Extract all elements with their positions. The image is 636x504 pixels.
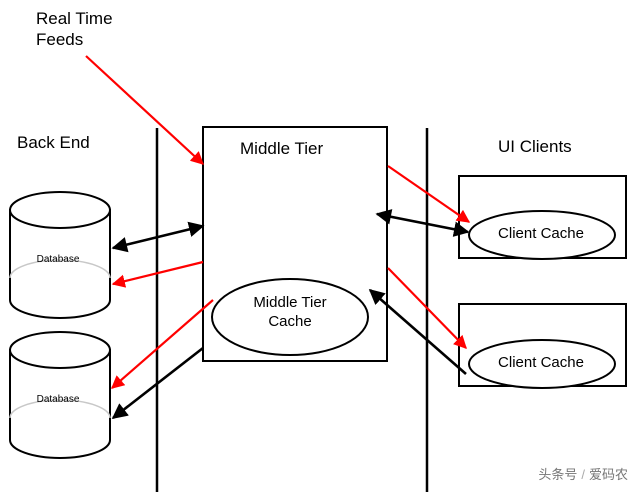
arrow-middle-tier-to-client1 <box>387 165 471 223</box>
database-cylinder-1 <box>9 191 111 319</box>
arrow-middle-tier-to-db2-black <box>111 346 204 420</box>
watermark-left: 头条号 <box>538 467 578 482</box>
label-middle-tier: Middle Tier <box>240 139 324 158</box>
label-database-2: Database <box>36 394 80 405</box>
arrow-client2-to-middle-tier <box>368 288 467 375</box>
label-middle-tier-cache: Middle Tier Cache <box>253 294 327 330</box>
watermark-separator: / <box>581 467 585 482</box>
watermark-right: 爱码农 <box>588 467 628 482</box>
label-database-1: Database <box>36 254 80 265</box>
arrow-db1-middle-tier <box>111 221 205 253</box>
middle-tier-cache-ellipse <box>211 278 369 356</box>
label-client-cache-1: Client Cache <box>498 225 584 242</box>
arrow-feeds-to-middle-tier <box>85 55 204 165</box>
client-cache-ellipse-2 <box>468 339 616 389</box>
label-ui-clients: UI Clients <box>498 137 572 156</box>
watermark: 头条号/爱码农 <box>524 449 628 498</box>
label-back-end: Back End <box>17 133 90 152</box>
arrow-middle-tier-to-db2 <box>111 299 214 389</box>
label-real-time-feeds: Real Time Feeds <box>36 9 113 50</box>
arrow-middle-tier-to-client2 <box>387 267 467 349</box>
arrow-middle-tier-client1 <box>375 209 470 237</box>
arrow-middle-tier-to-db1 <box>111 260 204 288</box>
database-cylinder-2 <box>9 331 111 459</box>
label-client-cache-2: Client Cache <box>498 354 584 371</box>
